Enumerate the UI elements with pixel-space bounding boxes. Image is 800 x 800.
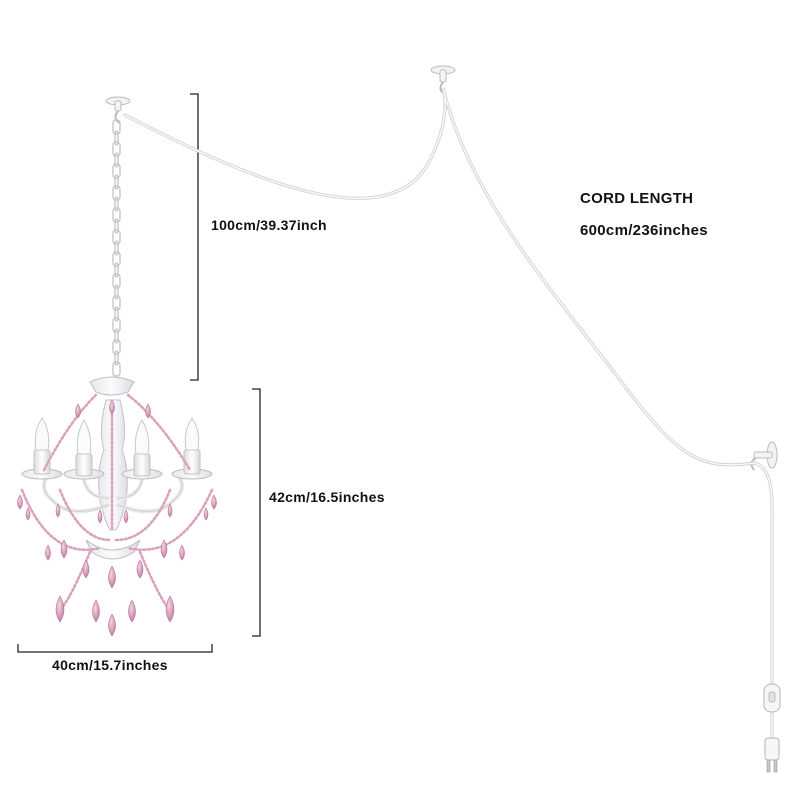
- chain-link: [114, 262, 119, 278]
- chain-link: [114, 152, 119, 168]
- ceiling-hook-icon: [105, 96, 131, 124]
- inline-switch-icon: [763, 683, 781, 713]
- chain-length-label: 100cm/39.37inch: [211, 217, 327, 233]
- chain-link: [112, 207, 121, 223]
- chain-link: [114, 174, 119, 190]
- chain-link: [112, 251, 121, 267]
- height-label: 42cm/16.5inches: [269, 489, 385, 505]
- chain-link: [114, 284, 119, 300]
- dimension-lines: [17, 93, 261, 653]
- chain-link: [114, 218, 119, 234]
- chain-link: [112, 273, 121, 289]
- chain-link: [112, 119, 121, 135]
- crystal-drops: [17, 399, 217, 637]
- chain-link: [114, 328, 119, 344]
- chain-link: [112, 339, 121, 355]
- width-label: 40cm/15.7inches: [52, 657, 168, 673]
- cord-length-title: CORD LENGTH: [580, 190, 694, 207]
- hanging-chain: void 0;: [112, 119, 121, 377]
- chain-link: [112, 229, 121, 245]
- ceiling-hook-icon: [750, 441, 778, 471]
- cord-length-value: 600cm/236inches: [580, 222, 708, 239]
- power-cord: [123, 87, 774, 742]
- chain-link: [114, 306, 119, 322]
- chain-link: [112, 141, 121, 157]
- chain-link: [114, 196, 119, 212]
- chain-link: [112, 185, 121, 201]
- chain-link: [114, 130, 119, 146]
- chain-link: [112, 361, 121, 377]
- chandelier: [17, 376, 217, 637]
- chain-link: [112, 163, 121, 179]
- chain-link: [112, 295, 121, 311]
- chain-link: [114, 350, 119, 366]
- chain-link: [112, 317, 121, 333]
- plug-icon: [764, 737, 780, 773]
- chain-link: [114, 240, 119, 256]
